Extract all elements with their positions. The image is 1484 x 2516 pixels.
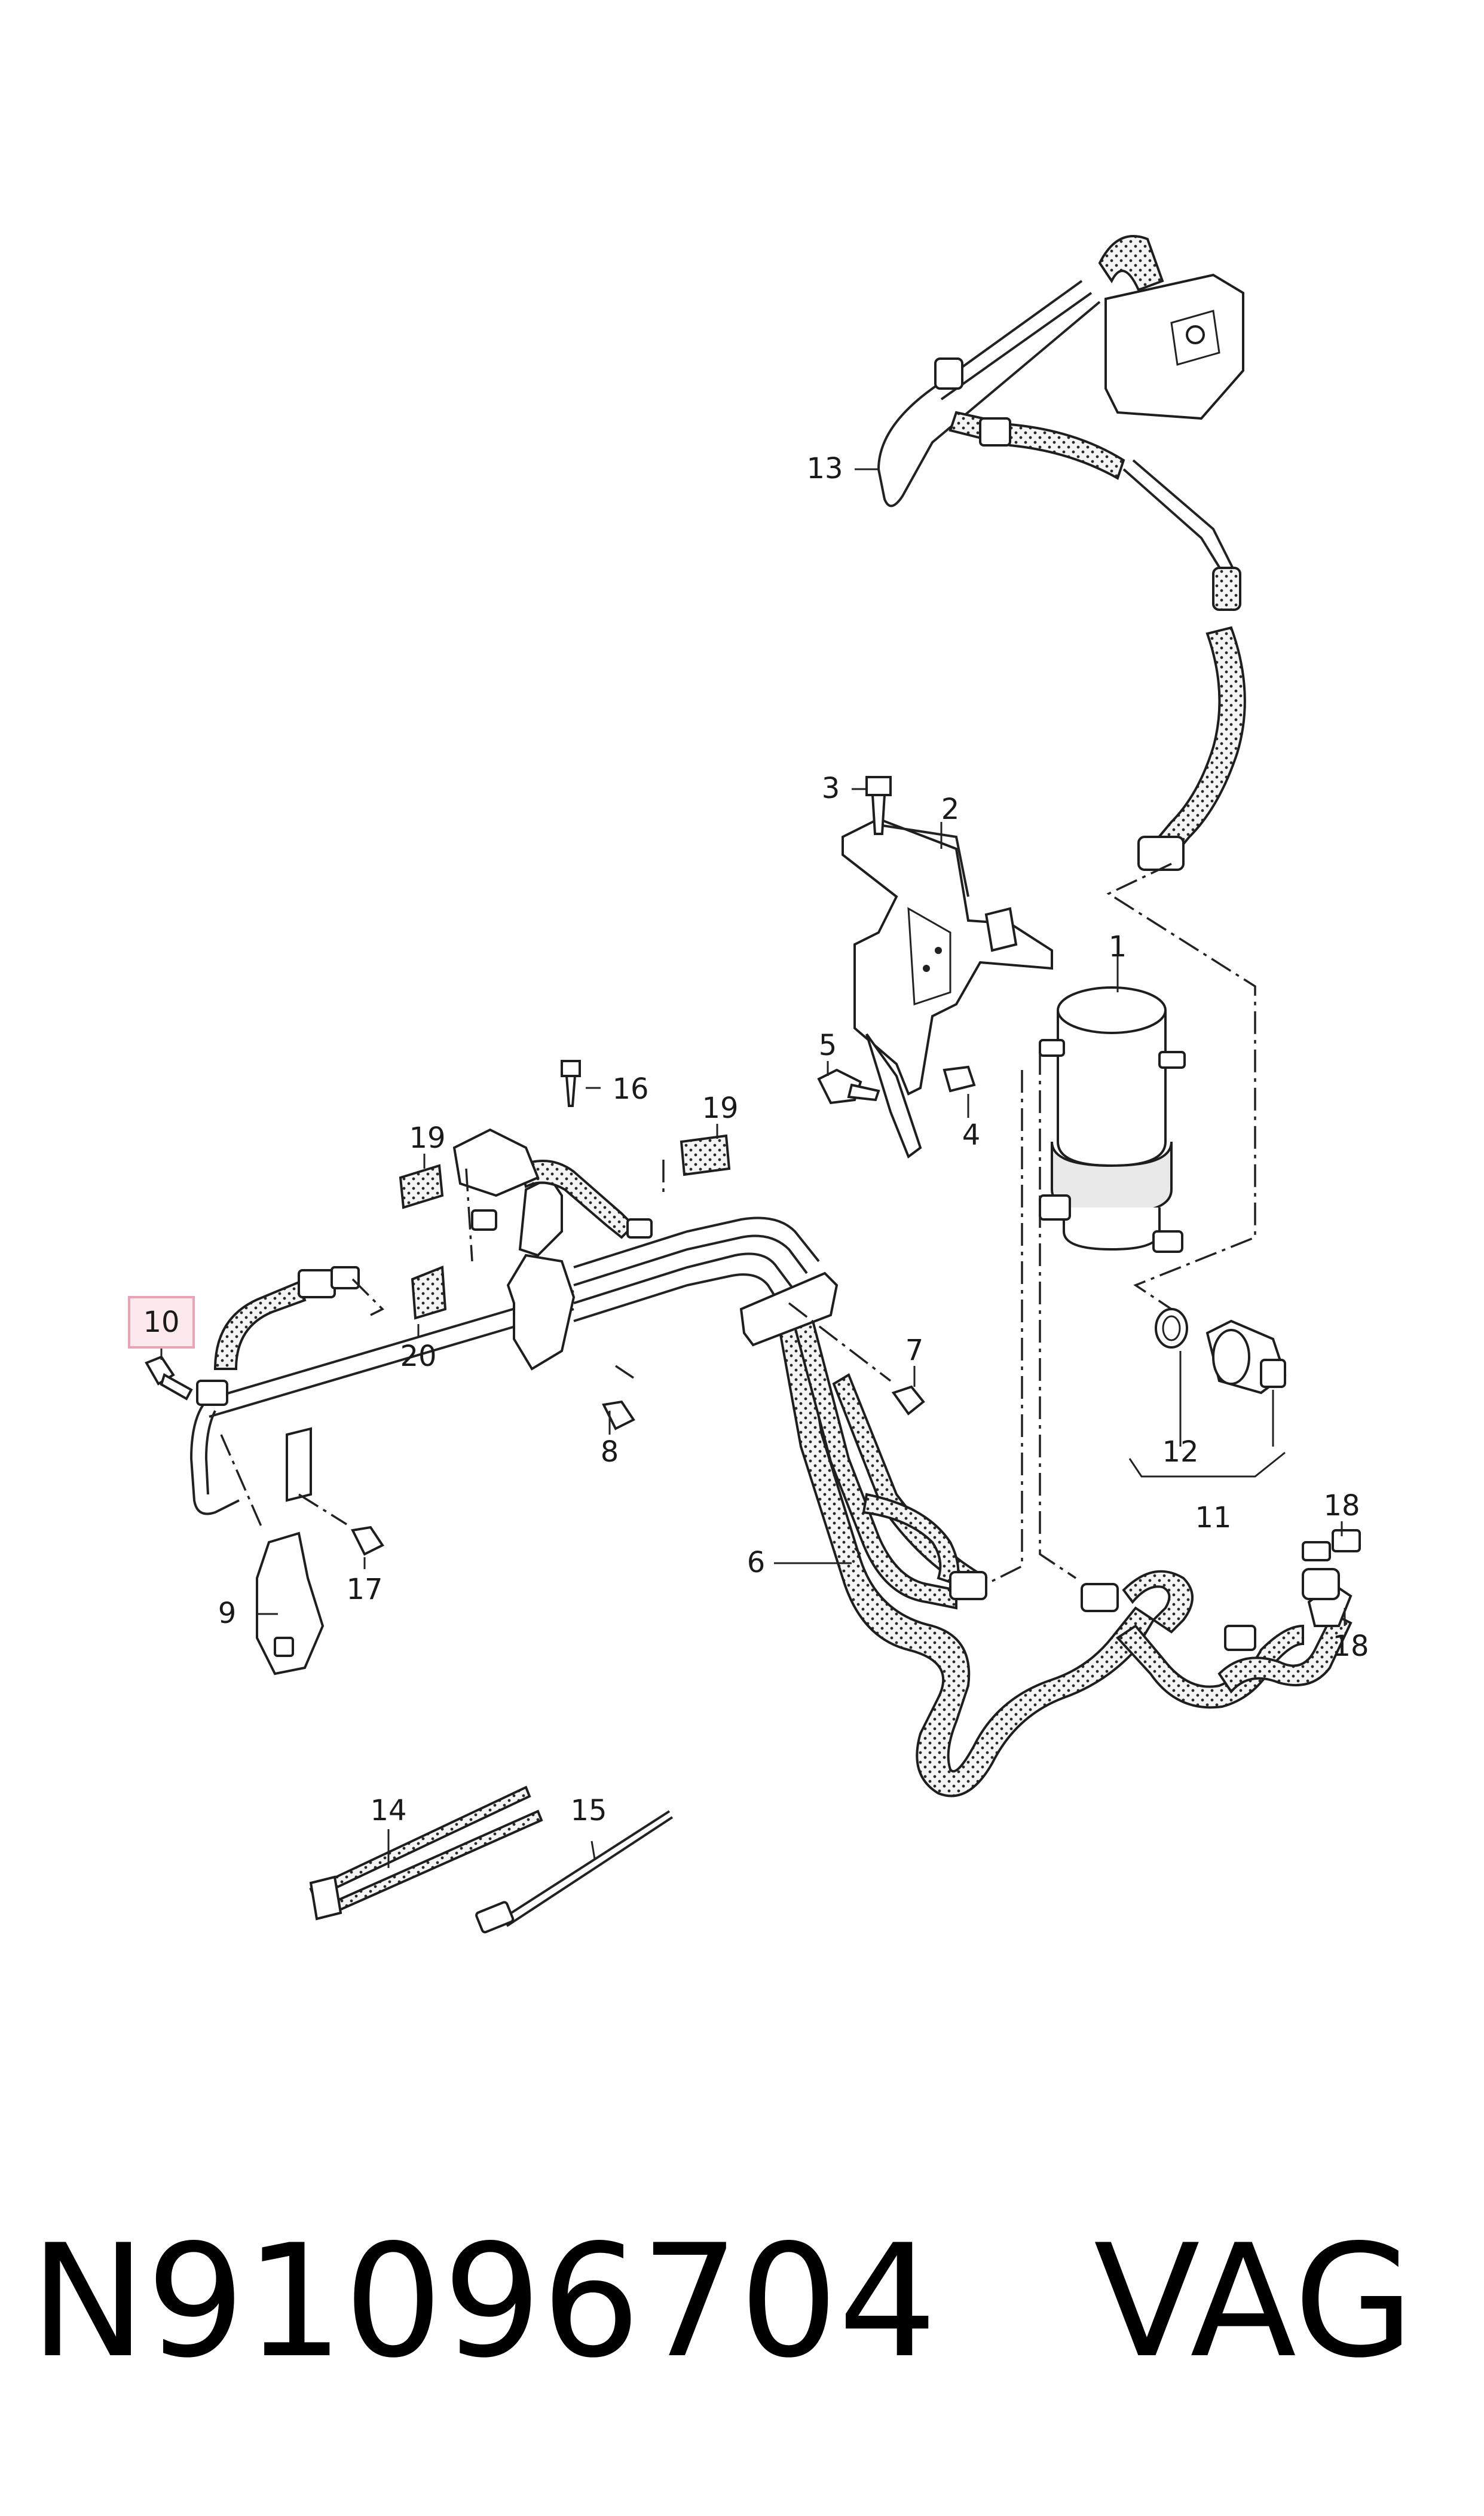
part-number: N91096704 <box>30 2212 937 2392</box>
highlight-box <box>128 1296 195 1349</box>
callout-20: 20 <box>400 1340 436 1373</box>
callout-18-bottom: 18 <box>1332 1630 1369 1663</box>
callout-16: 16 <box>612 1072 648 1106</box>
hose-harness-6 <box>775 1307 1361 1797</box>
callout-4: 4 <box>962 1118 981 1152</box>
callout-5: 5 <box>819 1029 837 1062</box>
pipe-bundle <box>189 1128 839 1515</box>
small-parts <box>256 1134 731 1934</box>
callout-18-top: 18 <box>1323 1489 1360 1523</box>
callout-3: 3 <box>822 772 840 805</box>
callout-17: 17 <box>346 1573 383 1606</box>
assembly-lines <box>220 863 1256 1585</box>
callout-14: 14 <box>370 1794 406 1827</box>
leader-lines <box>160 468 1346 1868</box>
callout-12: 12 <box>1162 1435 1198 1469</box>
brand: VAG <box>1094 2212 1414 2392</box>
screws <box>145 776 976 1556</box>
callout-6: 6 <box>747 1546 766 1579</box>
callout-19-left: 19 <box>409 1121 445 1155</box>
callout-10: 10 <box>143 1306 179 1339</box>
line-13 <box>877 235 1246 871</box>
sensor-11 <box>1128 1308 1287 1478</box>
callout-9: 9 <box>218 1597 237 1630</box>
callout-labels: 1 2 3 4 5 6 7 8 9 10 11 12 13 14 15 16 1… <box>143 452 1369 1827</box>
callout-7: 7 <box>905 1334 924 1367</box>
bracket-2 <box>842 817 1053 1159</box>
callout-8: 8 <box>601 1435 619 1469</box>
callout-2: 2 <box>941 793 960 826</box>
callout-19-right: 19 <box>702 1092 738 1125</box>
callout-15: 15 <box>570 1794 607 1827</box>
canister-1 <box>1039 986 1186 1253</box>
callout-11: 11 <box>1195 1501 1231 1534</box>
callout-13: 13 <box>806 452 843 485</box>
callout-1: 1 <box>1109 930 1127 964</box>
